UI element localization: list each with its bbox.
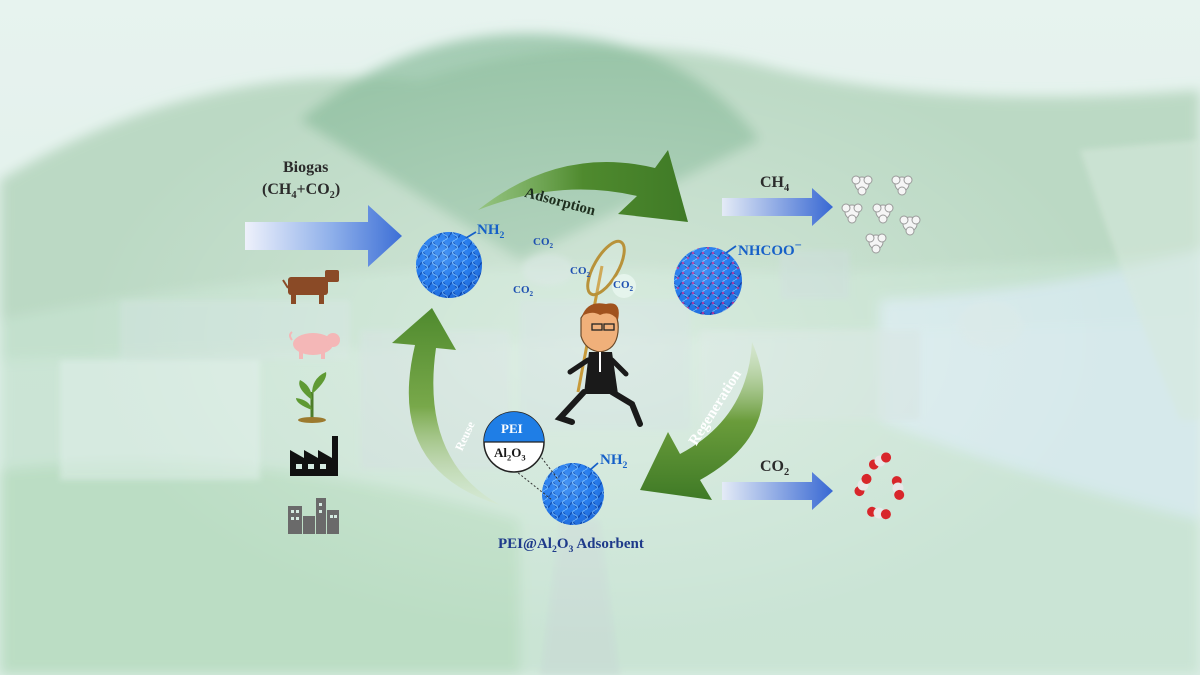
carbamate-label: NHCOO− (738, 238, 802, 259)
buildings-icon (288, 498, 339, 534)
alumina-layer-label: Al2O3 (494, 445, 526, 463)
ch4-molecules (841, 175, 921, 254)
biogas-composition: (CH4+CO2) (262, 181, 341, 202)
biogas-title: Biogas (283, 159, 329, 176)
adsorbent-caption: PEI@Al2O3 Adsorbent (498, 536, 644, 555)
net-co2-bubble (612, 274, 636, 298)
pig-icon (289, 331, 340, 359)
co2-molecules (854, 452, 905, 520)
co2-badge: CO2 (533, 236, 554, 251)
plant-icon (296, 372, 327, 423)
ch4-outlet-arrow (722, 188, 833, 226)
net-catcher-figure (554, 239, 643, 427)
co2-output-label: CO2 (760, 458, 790, 479)
adsorption-arrow (478, 150, 688, 222)
ch4-output-label: CH4 (760, 174, 790, 195)
biogas-inlet-arrow (245, 205, 402, 267)
co2-badge: CO2 (513, 284, 534, 299)
factory-icon (290, 436, 338, 476)
co2-badge: CO2 (613, 279, 634, 294)
co2-outlet-arrow (722, 472, 833, 510)
pei-layer-label: PEI (501, 421, 523, 436)
amine-label-bottom: NH2 (600, 452, 628, 471)
co2-badge: CO2 (570, 265, 591, 280)
amine-label-top: NH2 (477, 222, 505, 241)
reuse-arrow (392, 308, 500, 505)
regeneration-arrow (640, 342, 764, 500)
cow-icon (282, 270, 339, 304)
